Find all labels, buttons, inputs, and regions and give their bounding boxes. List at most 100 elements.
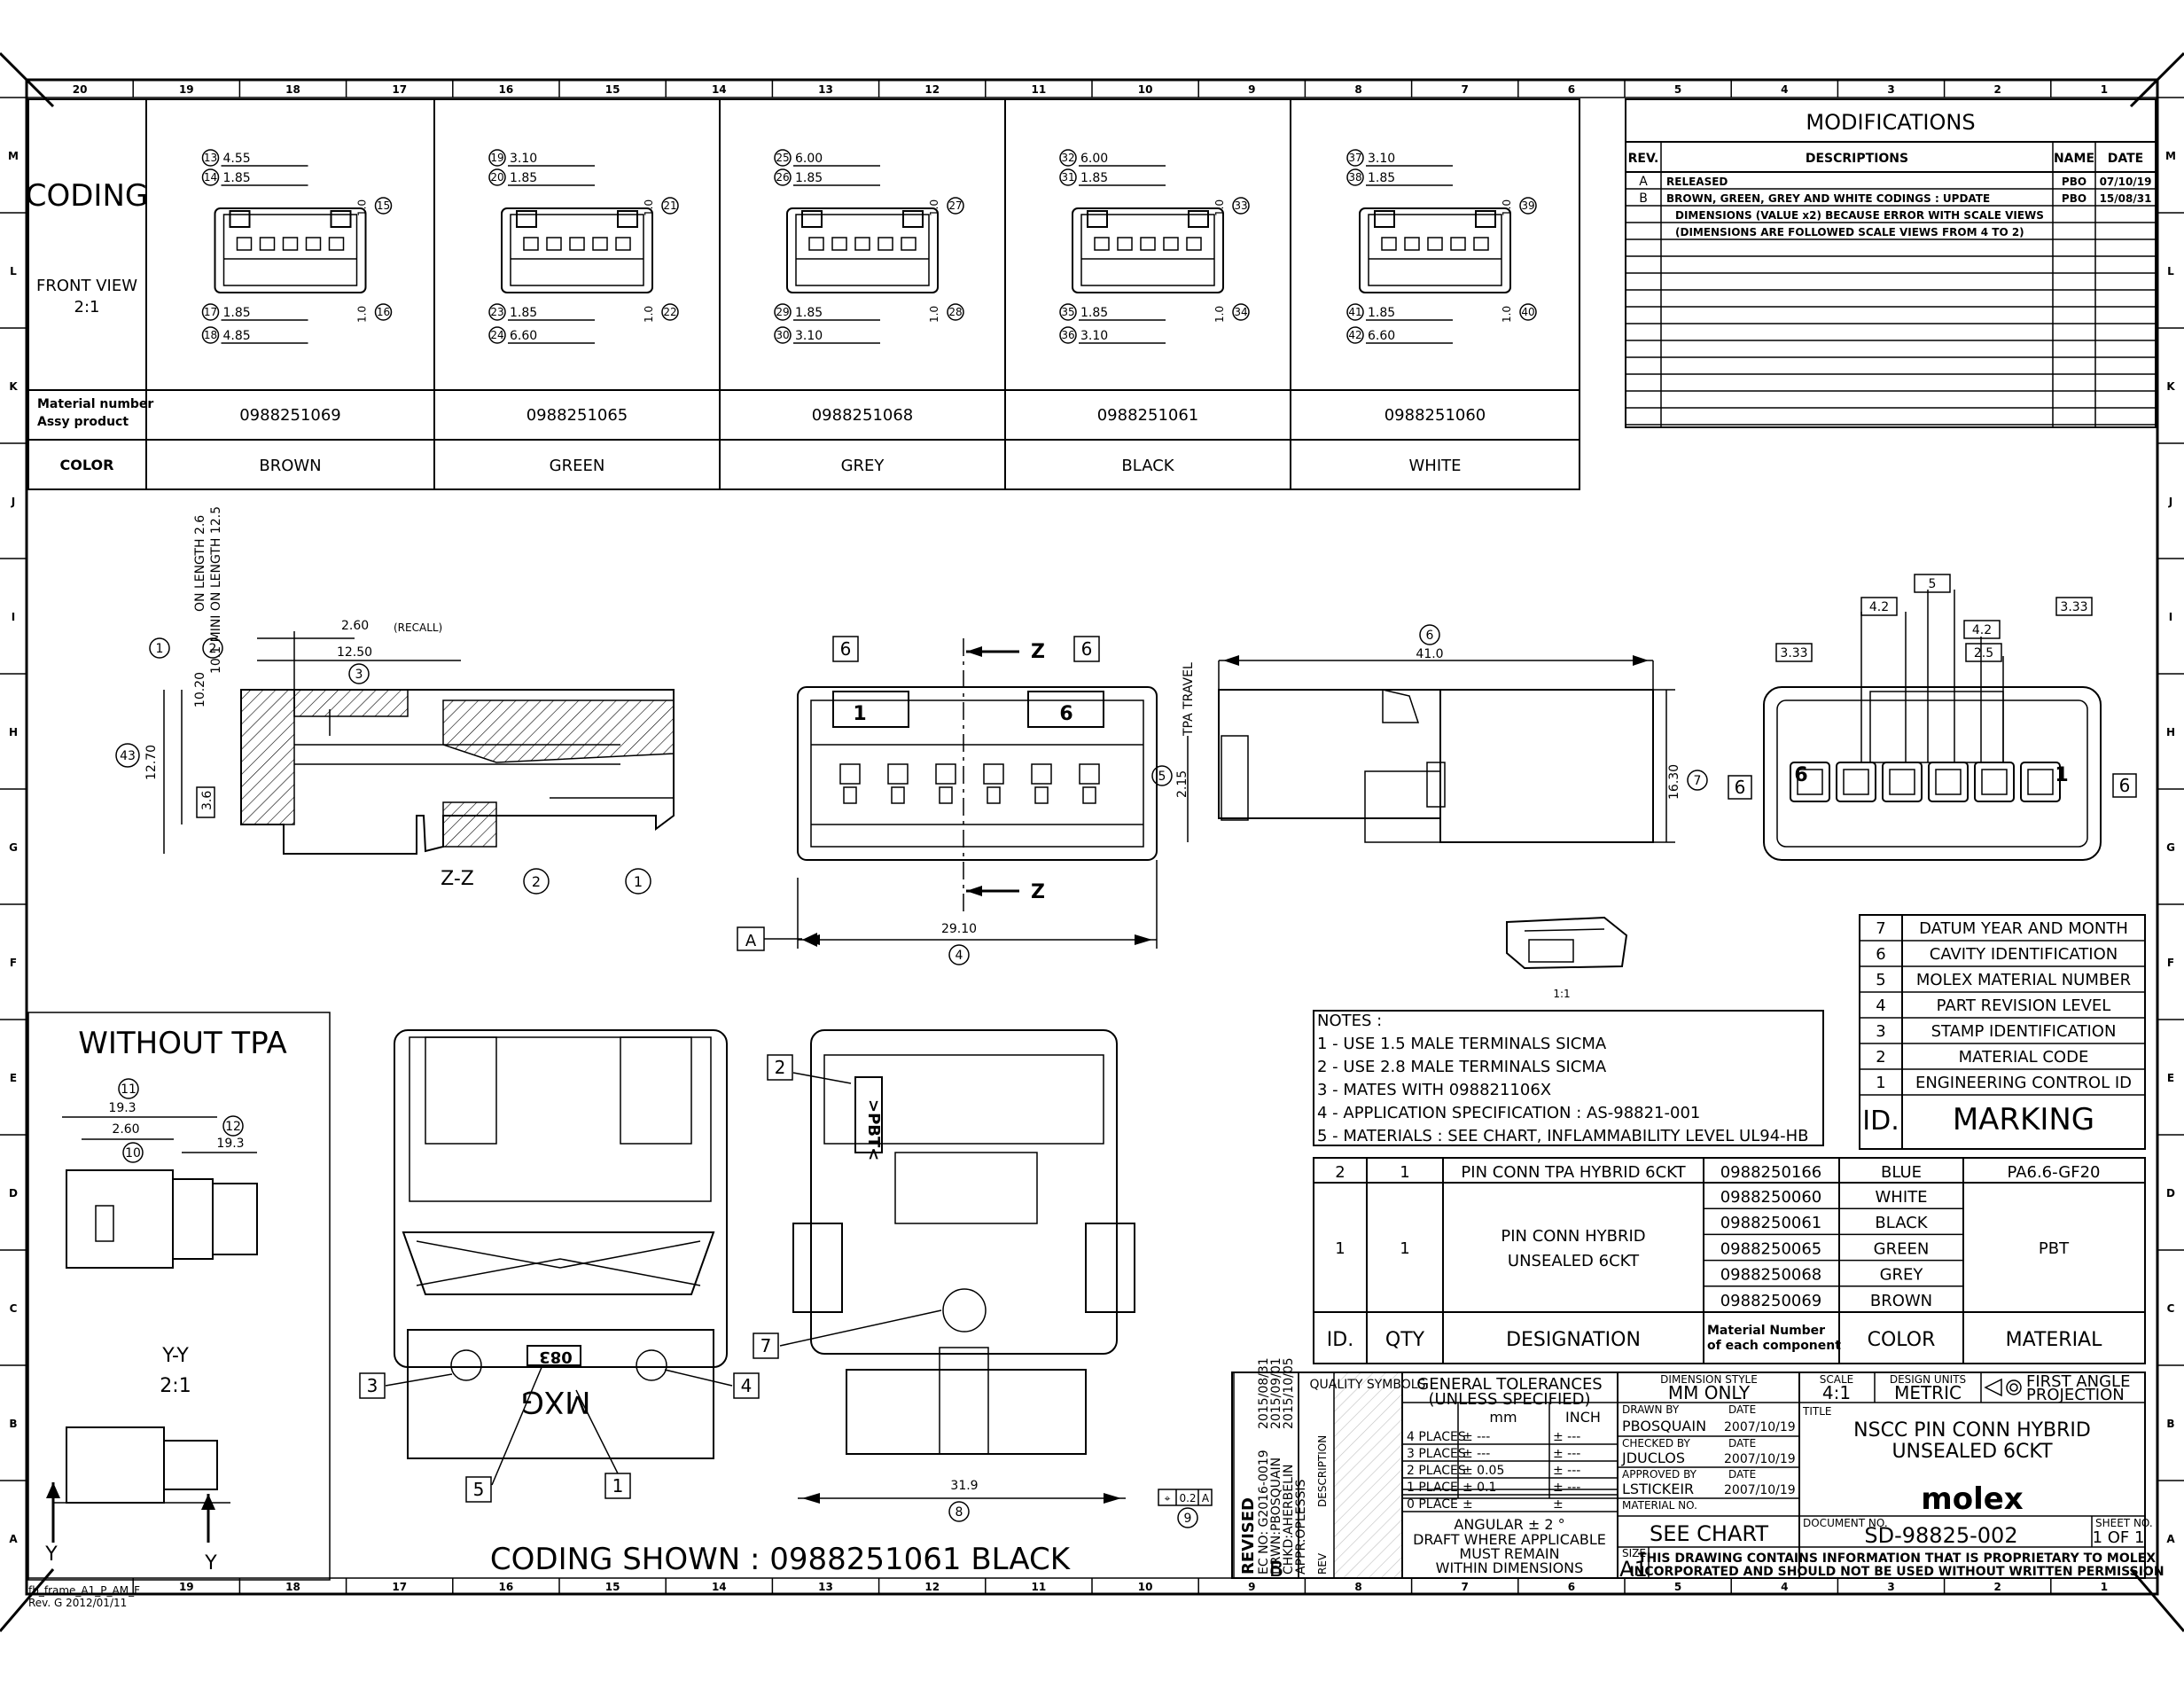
frame-ref-1: fb_frame_A1_P_AM_F bbox=[28, 1584, 140, 1597]
mod-rev-0: A bbox=[1639, 175, 1648, 189]
coding-dim-balloon-39 bbox=[1519, 197, 1537, 215]
marking-text-7: DATUM YEAR AND MONTH bbox=[1919, 919, 2128, 938]
mod-name-0: PBO bbox=[2062, 176, 2086, 188]
coding-material-1: 0988251065 bbox=[526, 406, 628, 425]
frame-col-16: 16 bbox=[499, 83, 514, 96]
coding-dim-balloon-23 bbox=[488, 303, 506, 321]
tb-scale: 4:1 bbox=[1822, 1382, 1851, 1403]
coding-dim-value-31: 1.85 bbox=[1080, 171, 1108, 185]
frame-row-right-B: B bbox=[2166, 1418, 2174, 1430]
tolerance-ref-balloon bbox=[1177, 1507, 1198, 1528]
frame-col-12: 12 bbox=[924, 83, 940, 96]
tb-ec-no: EC NO: G2016-0019 bbox=[1257, 1450, 1271, 1575]
tb-place-mm-3: ± 0.1 bbox=[1462, 1481, 1496, 1495]
tb-place-inch-3: ± --- bbox=[1553, 1481, 1580, 1495]
rear-dim-1: 4.2 bbox=[1869, 600, 1889, 614]
tb-place-inch-1: ± --- bbox=[1553, 1447, 1580, 1461]
bom-part-color-2: GREEN bbox=[1874, 1239, 1930, 1258]
dim-recall: 2.60 bbox=[341, 619, 369, 633]
coding-dim-ref-16: 16 bbox=[377, 306, 390, 318]
tb-scale-label: SCALE bbox=[1820, 1373, 1853, 1386]
dim-length-2: 10.1 MINI ON LENGTH 12.5 bbox=[209, 506, 223, 674]
frame-row-right-A: A bbox=[2166, 1533, 2175, 1545]
marking-id-1: 1 bbox=[1876, 1074, 1885, 1092]
bottom-callout-4: 4 bbox=[741, 1375, 753, 1396]
bom-row2-designation: PIN CONN TPA HYBRID 6CKT bbox=[1461, 1163, 1686, 1182]
frame-row-E: E bbox=[10, 1072, 17, 1084]
frame-col-bottom-9: 9 bbox=[1248, 1581, 1255, 1593]
tb-places: 4 PLACES± ---± ---3 PLACES± ---± ---2 PL… bbox=[1402, 1430, 1618, 1512]
frame-row-D: D bbox=[9, 1187, 18, 1200]
side-dim-ref: 6 bbox=[1426, 629, 1434, 643]
frame-col-7: 7 bbox=[1462, 83, 1469, 96]
front-view-label: FRONT VIEW bbox=[36, 277, 137, 295]
coding-dim-balloon-36 bbox=[1059, 326, 1077, 344]
coding-dim-ref-29: 29 bbox=[776, 306, 789, 318]
tb-rev-label: REV bbox=[1316, 1552, 1329, 1575]
frame-row-right-H: H bbox=[2166, 726, 2175, 738]
coding-dim-balloon-37 bbox=[1346, 149, 1364, 167]
coding-dim-value-28: 1.0 bbox=[928, 306, 940, 323]
stamp-code: 083 bbox=[539, 1348, 573, 1366]
coding-dim-balloon-34 bbox=[1232, 303, 1250, 321]
coding-dim-ref-22: 22 bbox=[663, 306, 676, 318]
tb-material-no-label: MATERIAL NO. bbox=[1622, 1499, 1697, 1512]
coding-dim-balloon-14 bbox=[201, 168, 220, 186]
projection-symbol bbox=[1984, 1378, 2022, 1397]
frame-row-right-D: D bbox=[2166, 1187, 2175, 1200]
coding-dim-balloon-26 bbox=[774, 168, 792, 186]
bom-part-color-3: GREY bbox=[1880, 1266, 1924, 1285]
front-flag-right bbox=[1073, 636, 1100, 662]
tb-ec-date: 2015/08/31 bbox=[1257, 1357, 1271, 1429]
without-tpa-ref-12-balloon bbox=[222, 1115, 244, 1137]
rear-dim-box-0 bbox=[1775, 643, 1813, 662]
rear-dim-box-2 bbox=[1914, 574, 1951, 593]
front-flag-left-text: 6 bbox=[840, 638, 852, 660]
dim-36: 3.6 bbox=[200, 791, 214, 810]
without-tpa-view bbox=[46, 1116, 258, 1543]
without-tpa-dim-12: 19.3 bbox=[216, 1137, 244, 1151]
frame-col-15: 15 bbox=[605, 83, 620, 96]
tb-document-no-label: DOCUMENT NO. bbox=[1803, 1517, 1888, 1529]
coding-dim-balloon-17 bbox=[201, 303, 220, 321]
tb-title-1: NSCC PIN CONN HYBRID bbox=[1853, 1419, 2091, 1442]
coding-dim-balloon-24 bbox=[488, 326, 506, 344]
front-dim-ref-balloon bbox=[948, 944, 970, 965]
mod-header-date: DATE bbox=[2108, 152, 2143, 166]
frame-row-right-C: C bbox=[2167, 1302, 2175, 1315]
coding-dim-ref-34: 34 bbox=[1234, 306, 1247, 318]
frame-row-C: C bbox=[10, 1302, 18, 1315]
frame-row-F: F bbox=[10, 957, 17, 969]
tb-proprietary-2: INCORPORATED AND SHOULD NOT BE USED WITH… bbox=[1629, 1565, 2164, 1579]
tb-place-mm-2: ± 0.05 bbox=[1462, 1464, 1504, 1478]
rear-dim-4: 2.5 bbox=[1974, 646, 1993, 660]
rear-boxed-dims: 3.334.254.22.53.33 bbox=[1775, 574, 2093, 662]
bottom-callout-5: 5 bbox=[473, 1479, 485, 1500]
frame-col-5: 5 bbox=[1674, 83, 1681, 96]
tb-rev-value: B bbox=[1269, 1557, 1283, 1582]
coding-dim-value-13: 4.55 bbox=[223, 152, 251, 166]
bottom-dim-length: 31.9 bbox=[950, 1479, 978, 1493]
coding-dim-balloon-31 bbox=[1059, 168, 1077, 186]
frame-col-bottom-15: 15 bbox=[605, 1581, 620, 1593]
coding-dim-ref-19: 19 bbox=[490, 152, 503, 164]
coding-table bbox=[27, 98, 1580, 490]
coding-dim-balloon-41 bbox=[1346, 303, 1364, 321]
coding-material-4: 0988251060 bbox=[1384, 406, 1486, 425]
iso-scale: 1:1 bbox=[1553, 988, 1570, 1000]
tolerance-ref: 9 bbox=[1184, 1512, 1192, 1526]
coding-dim-ref-40: 40 bbox=[1521, 306, 1534, 318]
rear-view bbox=[1763, 590, 2102, 861]
coding-dim-balloon-33 bbox=[1232, 197, 1250, 215]
notes-box bbox=[1313, 1010, 1824, 1146]
side-height-dim: 16.30 bbox=[1667, 764, 1681, 800]
bom-row1-designation-2: UNSEALED 6CKT bbox=[1508, 1252, 1640, 1270]
tb-draft-2: MUST REMAIN bbox=[1459, 1545, 1559, 1562]
coding-dim-value-34: 1.0 bbox=[1213, 306, 1226, 323]
tb-sheet-no: 1 OF 1 bbox=[2093, 1528, 2145, 1547]
coding-dim-balloon-25 bbox=[774, 149, 792, 167]
coding-dim-balloon-21 bbox=[661, 197, 679, 215]
frame-row-I: I bbox=[12, 611, 15, 623]
